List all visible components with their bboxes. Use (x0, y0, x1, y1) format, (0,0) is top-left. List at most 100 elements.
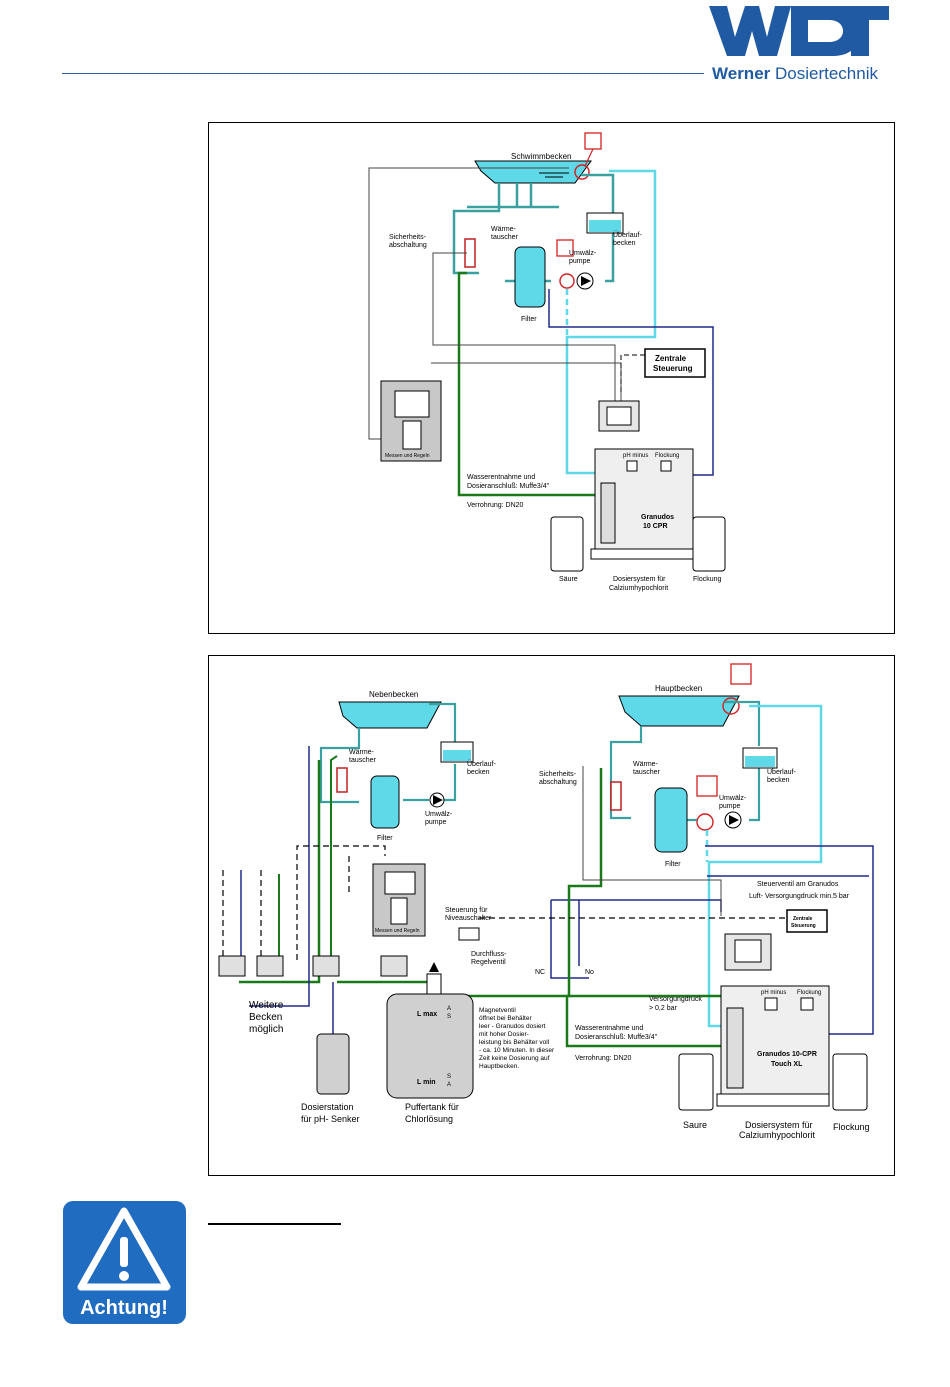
air-supply-label: Luft- Versorgungdruck min.5 bar (749, 893, 850, 900)
safety-label-2: abschaltung (389, 242, 427, 249)
side-overflow-1: Überlauf- (467, 760, 496, 768)
flockung-tag-2: Flockung (797, 990, 821, 996)
device-label-2: 10 CPR (643, 523, 668, 530)
central-control-2-2: Steuerung (791, 923, 816, 929)
side-filter (370, 775, 400, 829)
marker-circle-2 (559, 273, 575, 289)
flocculation-label-2: Flockung (833, 1122, 870, 1132)
piping-label: Verrohrung: DN20 (467, 502, 524, 509)
more-pools-3: möglich (249, 1024, 283, 1035)
water-intake-2-1: Wasserentnahme und (575, 1025, 643, 1032)
acid-label-2: Saure (683, 1120, 707, 1130)
company-logo (709, 6, 889, 56)
a-bottom-label: A (447, 1082, 451, 1088)
overflow-label-1: Überlauf- (613, 231, 642, 239)
heat-exchanger-label-1: Wärme- (491, 226, 517, 233)
overflow-label-2: becken (613, 240, 636, 247)
magnet-valve-note: Magnetventil öffnet bei Behälter leer - … (479, 1007, 555, 1070)
ph-dosing-canister (316, 1033, 350, 1095)
dosing-station-2: für pH- Senker (301, 1114, 360, 1124)
main-overflow-1: Überlauf- (767, 768, 796, 776)
nc-label: NC (535, 969, 545, 976)
warning-heading-rule (208, 1223, 341, 1225)
side-pool-label: Nebenbecken (369, 690, 418, 699)
dosing-valves-row (218, 955, 408, 977)
acid-label: Säure (559, 576, 578, 583)
piping-2: Verrohrung: DN20 (575, 1055, 632, 1062)
company-name: Werner Dosiertechnik (712, 64, 878, 83)
side-pool-basin (338, 701, 442, 729)
water-intake-1: Wasserentnahme und (467, 474, 535, 481)
filter-tank (514, 246, 546, 308)
main-heat-1: Wärme- (633, 761, 659, 768)
flocculation-label: Flockung (693, 576, 722, 583)
safety-1: Sicherheits- (539, 771, 577, 778)
main-pool-label: Hauptbecken (655, 684, 702, 693)
pump-label-2: pumpe (569, 258, 591, 265)
diagram-two-pools-svg: Nebenbecken Hauptbecken Wärme- tauscher … (218, 663, 874, 1140)
marker-box-2 (556, 239, 574, 257)
central-control-label-1: Zentrale (655, 354, 687, 363)
marker-box-3 (730, 663, 752, 685)
s-top-label: S (447, 1014, 451, 1020)
granudos-device-2 (716, 933, 830, 1107)
controller-caption: Messen und Regeln (385, 453, 430, 459)
overflow-basin (586, 212, 624, 234)
lmin-label: L min (417, 1079, 436, 1086)
buffer-tank-2: Chlorlösung (405, 1114, 453, 1124)
svg-text:Hauptbecken.: Hauptbecken. (479, 1063, 519, 1070)
diagram-single-pool-svg: Schwimmbecken Überlauf- becken Filter Um… (368, 132, 726, 592)
side-heat-1: Wärme- (349, 749, 375, 756)
side-pump-1: Umwälz- (425, 811, 453, 818)
warning-badge-label: Achtung! (80, 1297, 168, 1319)
safety-label-1: Sicherheits- (389, 234, 427, 241)
water-intake-2: Dosieranschluß: Muffe3/4" (467, 483, 550, 490)
warning-triangle-icon (77, 1207, 171, 1291)
svg-text:mit hoher Dosier-: mit hoher Dosier- (479, 1031, 529, 1038)
main-pump-1: Umwälz- (719, 795, 747, 802)
warning-badge: Achtung! (63, 1201, 186, 1324)
flow-valve-2: Regelventil (471, 959, 506, 966)
granudos-device (590, 400, 694, 560)
pool-label: Schwimmbecken (511, 152, 571, 161)
flow-valve-1: Durchfluss- (471, 951, 507, 958)
supply-pressure-2: > 0,2 bar (649, 1005, 677, 1012)
side-filter-label: Filter (377, 835, 393, 842)
main-filter-label: Filter (665, 861, 681, 868)
no-label: No (585, 969, 594, 976)
more-pools-2: Becken (249, 1012, 282, 1023)
marker-circle-3 (722, 697, 740, 715)
svg-text:leistung bis Behälter voll: leistung bis Behälter voll (479, 1039, 550, 1046)
marker-circle-4 (696, 813, 714, 831)
system-label-2: Calziumhypochlorit (609, 585, 668, 592)
main-pump-2: pumpe (719, 803, 741, 810)
level-control-1: Steuerung für (445, 907, 488, 914)
marker-box-1 (584, 132, 602, 150)
svg-text:Magnetventil: Magnetventil (479, 1007, 516, 1014)
device-label-1: Granudos (641, 514, 674, 521)
svg-text:öffnet bei Behälter: öffnet bei Behälter (479, 1015, 532, 1022)
main-heat-2: tauscher (633, 769, 661, 776)
dosing-station-1: Dosierstation (301, 1102, 354, 1112)
water-intake-2-2: Dosieranschluß: Muffe3/4" (575, 1034, 658, 1041)
ph-minus-tag-2: pH minus (761, 990, 786, 996)
level-control-2: Niveauschalter (445, 915, 492, 922)
a-top-label: A (447, 1006, 451, 1012)
side-pump-2: pumpe (425, 819, 447, 826)
marker-circle-1 (574, 164, 590, 180)
filter-label: Filter (521, 316, 537, 323)
central-control-box (644, 348, 706, 378)
device2-label-1: Granudos 10-CPR (757, 1051, 817, 1058)
control-valve-label: Steuerventil am Granudos (757, 881, 839, 888)
heat-exchanger-label-2: tauscher (491, 234, 519, 241)
diagram-two-pools: Nebenbecken Hauptbecken Wärme- tauscher … (208, 655, 895, 1176)
side-overflow-2: becken (467, 769, 490, 776)
device2-label-2: Touch XL (771, 1061, 803, 1068)
buffer-tank-1: Puffertank für (405, 1102, 459, 1112)
s-bottom-label: S (447, 1074, 451, 1080)
flocculant-canister-2 (832, 1053, 868, 1111)
side-heat-2: tauscher (349, 757, 377, 764)
central-control-box-2 (786, 909, 828, 933)
diagram-single-pool: Schwimmbecken Überlauf- becken Filter Um… (208, 122, 895, 634)
pump-label-1: Umwälz- (569, 250, 597, 257)
